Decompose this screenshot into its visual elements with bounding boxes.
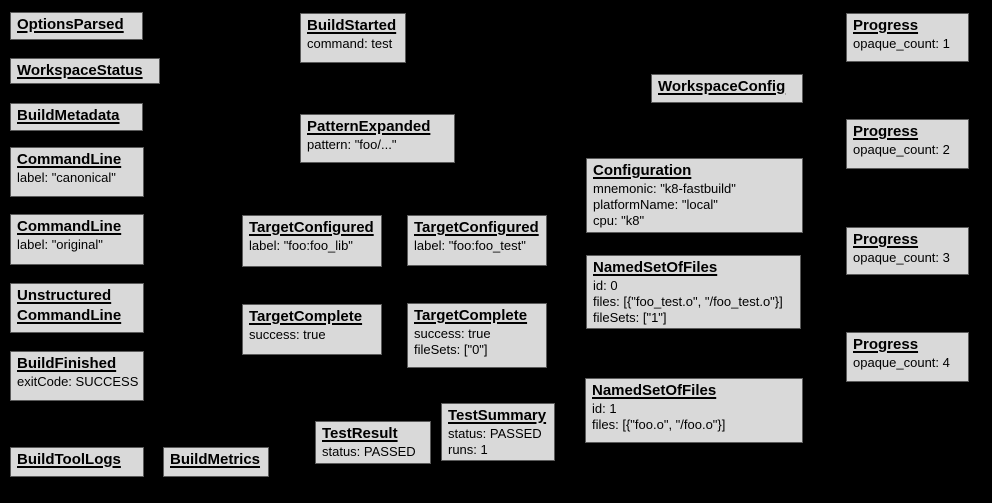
event-box-workspace-status: WorkspaceStatus — [10, 58, 160, 84]
event-box-title: NamedSetOfFiles — [592, 382, 717, 399]
event-box-title: Unstructured CommandLine — [17, 287, 122, 324]
event-box-field: platformName: "local" — [593, 197, 718, 212]
event-box-unstructured-command-line: Unstructured CommandLine — [10, 283, 144, 333]
event-box-field: opaque_count: 4 — [853, 355, 950, 370]
event-box-field: label: "foo:foo_lib" — [249, 238, 353, 253]
event-box-workspace-config: WorkspaceConfig — [651, 74, 803, 103]
event-box-title: BuildFinished — [17, 355, 117, 372]
event-box-title: Progress — [853, 231, 919, 248]
event-box-title: TestSummary — [448, 407, 547, 424]
event-box-title: TargetConfigured — [414, 219, 539, 236]
event-box-field: pattern: "foo/..." — [307, 137, 397, 152]
event-box-title: NamedSetOfFiles — [593, 259, 718, 276]
event-box-build-started: BuildStarted command: test — [300, 13, 406, 63]
event-box-pattern-expanded: PatternExpanded pattern: "foo/..." — [300, 114, 455, 163]
event-box-title: WorkspaceStatus — [17, 62, 143, 79]
event-box-field: opaque_count: 2 — [853, 142, 950, 157]
event-box-title: BuildStarted — [307, 17, 397, 34]
event-box-title: TargetComplete — [249, 308, 363, 325]
event-box-title: CommandLine — [17, 218, 122, 235]
event-box-field: command: test — [307, 36, 393, 51]
event-box-test-result: TestResult status: PASSED — [315, 421, 431, 464]
event-box-field: label: "canonical" — [17, 170, 116, 185]
event-box-title: PatternExpanded — [307, 118, 431, 135]
event-box-title: WorkspaceConfig — [658, 78, 786, 95]
event-box-field: opaque_count: 3 — [853, 250, 950, 265]
event-box-field: mnemonic: "k8-fastbuild" — [593, 181, 736, 196]
event-box-title: TargetComplete — [414, 307, 528, 324]
event-box-field: cpu: "k8" — [593, 213, 645, 228]
event-box-build-metrics: BuildMetrics — [163, 447, 269, 477]
event-box-field: success: true — [414, 326, 491, 341]
event-box-field: fileSets: ["1"] — [593, 310, 667, 325]
event-box-field: success: true — [249, 327, 326, 342]
event-box-field: label: "original" — [17, 237, 103, 252]
event-box-options-parsed: OptionsParsed — [10, 12, 143, 40]
event-box-target-configured-foo-lib: TargetConfigured label: "foo:foo_lib" — [242, 215, 382, 267]
event-box-build-tool-logs: BuildToolLogs — [10, 447, 144, 477]
event-box-title: TestResult — [322, 425, 398, 442]
event-box-build-finished: BuildFinished exitCode: SUCCESS — [10, 351, 144, 401]
event-box-title: BuildMetadata — [17, 107, 120, 124]
event-box-configuration: Configuration mnemonic: "k8-fastbuild"pl… — [586, 158, 803, 233]
event-box-title: TargetConfigured — [249, 219, 374, 236]
event-box-field: id: 1 — [592, 401, 617, 416]
event-box-target-configured-foo-test: TargetConfigured label: "foo:foo_test" — [407, 215, 547, 266]
event-box-progress-2: Progress opaque_count: 2 — [846, 119, 969, 169]
event-box-progress-4: Progress opaque_count: 4 — [846, 332, 969, 382]
event-box-field: files: [{"foo_test.o", "/foo_test.o"}] — [593, 294, 783, 309]
event-box-progress-3: Progress opaque_count: 3 — [846, 227, 969, 275]
event-box-title: Configuration — [593, 162, 692, 179]
event-box-field: files: [{"foo.o", "/foo.o"}] — [592, 417, 726, 432]
event-box-field: exitCode: SUCCESS — [17, 374, 139, 389]
event-box-title: BuildMetrics — [170, 451, 261, 468]
event-box-field: status: PASSED — [448, 426, 542, 441]
event-box-title: Progress — [853, 123, 919, 140]
event-box-title: OptionsParsed — [17, 16, 124, 33]
event-box-field: label: "foo:foo_test" — [414, 238, 526, 253]
event-box-title: BuildToolLogs — [17, 451, 121, 468]
event-box-field: fileSets: ["0"] — [414, 342, 488, 357]
event-box-command-line-original: CommandLine label: "original" — [10, 214, 144, 265]
event-box-title: Progress — [853, 17, 919, 34]
event-box-title: CommandLine — [17, 151, 122, 168]
event-box-field: runs: 1 — [448, 442, 488, 457]
event-box-field: id: 0 — [593, 278, 618, 293]
event-box-build-metadata: BuildMetadata — [10, 103, 143, 131]
event-box-progress-1: Progress opaque_count: 1 — [846, 13, 969, 62]
event-box-command-line-canonical: CommandLine label: "canonical" — [10, 147, 144, 197]
event-box-field: opaque_count: 1 — [853, 36, 950, 51]
event-box-target-complete-foo-lib: TargetComplete success: true — [242, 304, 382, 355]
event-box-field: status: PASSED — [322, 444, 416, 459]
event-box-title: Progress — [853, 336, 919, 353]
